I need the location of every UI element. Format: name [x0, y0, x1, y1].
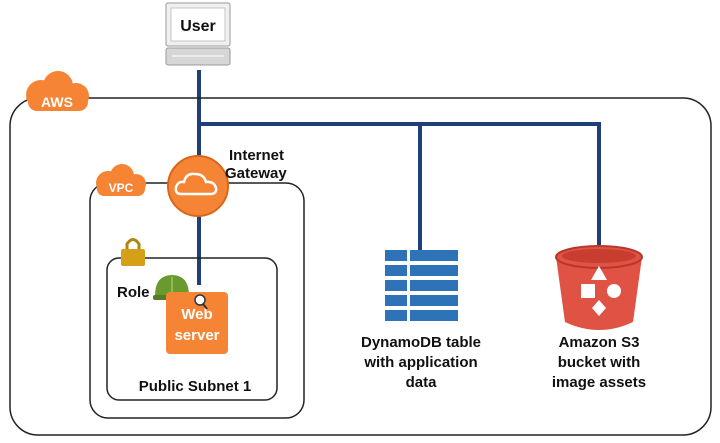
vpc-label: VPC	[109, 181, 134, 195]
user-computer-icon: User	[165, 2, 231, 66]
web-server-label-line2: server	[174, 327, 219, 344]
dynamodb-label-line1: DynamoDB table	[361, 334, 481, 351]
dynamodb-label-line2: with application	[363, 354, 477, 371]
connector-lines	[197, 70, 601, 285]
s3-label-line1: Amazon S3	[559, 334, 640, 351]
s3-label-line2: bucket with	[558, 354, 641, 371]
user-label: User	[180, 18, 216, 35]
lock-icon	[121, 238, 145, 266]
dynamodb-label-line3: data	[406, 374, 438, 391]
gateway-label-line1: Internet	[229, 147, 284, 164]
internet-gateway-icon	[167, 155, 229, 217]
s3-label-line3: image assets	[552, 374, 646, 391]
subnet-label: Public Subnet 1	[139, 378, 252, 395]
magnifier-icon	[194, 294, 208, 310]
web-server-icon: Web server	[166, 292, 228, 354]
s3-bucket-icon	[555, 245, 643, 330]
gateway-label-line2: Gateway	[225, 165, 287, 182]
public-subnet-boundary	[106, 257, 278, 401]
aws-label: AWS	[41, 94, 73, 110]
cloud-icon	[174, 172, 218, 196]
web-server-label-line1: Web	[181, 306, 212, 323]
aws-badge: AWS	[26, 71, 89, 111]
dynamodb-table-icon	[385, 250, 458, 321]
vpc-badge: VPC	[96, 164, 146, 196]
role-label: Role	[117, 284, 150, 301]
aws-cloud-boundary	[9, 97, 712, 436]
